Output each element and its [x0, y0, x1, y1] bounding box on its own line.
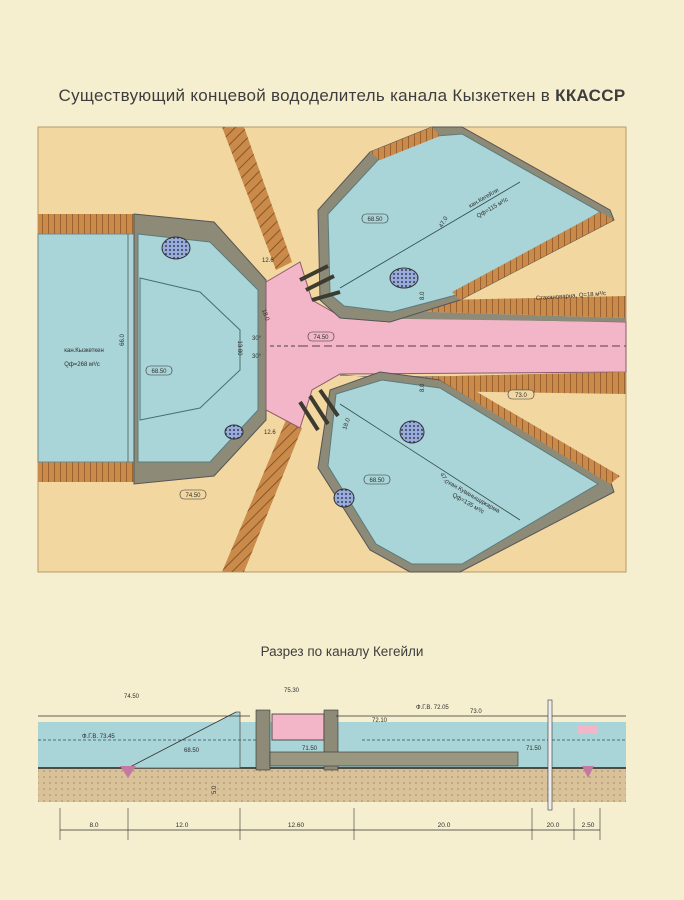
sec-elev-6850: 68.50 [184, 748, 200, 754]
sec-depth: 5.0 [212, 785, 218, 794]
dimensions-plan: 66.0 47.0 47.0 12.6 12.6 8.0 8.0 18.0 18… [120, 215, 450, 485]
section-gate-block [271, 713, 325, 741]
sec-fgv-right: Ф.Г.В. 72.05 [416, 705, 449, 711]
grate-kegeyli [389, 267, 419, 289]
gate-piers-top [299, 264, 341, 302]
gate-piers-bottom [298, 388, 340, 432]
kuvanysh-brick-a [440, 376, 620, 484]
sec-elev-730: 73.0 [470, 709, 482, 715]
left-basin-inner [139, 277, 241, 421]
dim-top-width: 47.0 [439, 215, 450, 229]
sec-fgv-left: Ф.Г.В. 73.45 [82, 734, 115, 740]
sec-dim-4: 20.0 [438, 822, 451, 829]
section-elevations: 74.50 75.30 Ф.Г.В. 73.45 Ф.Г.В. 72.05 73… [82, 688, 542, 794]
elev-top-basin: 68.50 [367, 217, 383, 223]
title-bold-region: ККАССР [555, 86, 626, 105]
dim-left-width: 66.0 [120, 334, 126, 346]
section-pier-left [255, 709, 271, 771]
sec-elev-7150-right: 71.50 [526, 746, 542, 752]
dim-bottom-width: 47.0 [438, 472, 449, 486]
grate-left-top [161, 236, 191, 260]
sec-dim-6: 2.50 [582, 822, 595, 829]
sec-dim-5: 20.0 [547, 822, 560, 829]
dim-top-gate: 12.6 [262, 258, 274, 264]
dim-diag-top: 18.0 [260, 309, 270, 323]
left-basin-water [137, 233, 259, 463]
grate-left-bottom [224, 424, 244, 440]
elev-center: 74.50 [313, 335, 329, 341]
kegeyli-brick-b [452, 212, 614, 300]
dim-bottom-gate: 12.6 [264, 430, 276, 436]
section-post [547, 699, 553, 811]
plan-view: кан.Кызкеткен Qф=268 м³/с кан.Кегейли Qф… [37, 126, 627, 573]
label-flow-kyzketken: Qф=268 м³/с [64, 362, 100, 368]
sec-dim-1: 8.0 [89, 822, 98, 829]
dim-center: 13.80 [236, 340, 242, 356]
sec-elev-7150: 71.50 [302, 746, 318, 752]
dim-bottom-side: 8.0 [420, 383, 426, 392]
sec-dim-3: 12.60 [288, 822, 305, 829]
section-marker-left [120, 766, 136, 778]
sec-elev-7210: 72.10 [372, 718, 388, 724]
page-title: Существующий концевой вододелитель канал… [58, 86, 626, 105]
label-kyzketken: кан.Кызкеткен [64, 348, 104, 354]
elev-ground-bottom: 74.50 [185, 493, 201, 499]
section-title: Разрез по каналу Кегейли [260, 644, 424, 659]
kuvanysh-axis [339, 403, 521, 521]
elev-left-basin: 68.50 [151, 369, 167, 375]
angle-top: 30° [252, 336, 262, 342]
brick-strip-bottom [222, 420, 302, 572]
elevation-tags-plan: 68.50 68.50 68.50 74.50 74.50 73.0 [145, 213, 535, 500]
sec-elev-7530: 75.30 [284, 688, 300, 694]
sec-dim-2: 12.0 [176, 822, 189, 829]
left-canal-water [37, 233, 139, 463]
section-marker-right [582, 766, 594, 778]
left-canal-brick-top [38, 214, 138, 234]
grate-kuvanysh-bottom [333, 488, 355, 508]
elev-ground-right: 73.0 [515, 393, 527, 399]
kegeyli-brick-a [370, 127, 440, 160]
grate-kuvanysh-top [399, 420, 425, 444]
dim-top-side: 8.0 [420, 291, 426, 300]
dim-diag-bottom: 18.0 [342, 417, 352, 431]
section-soil [38, 768, 626, 802]
label-stakhanovarna: Стахановарна, Q=18 м³/с [536, 291, 607, 302]
elev-bottom-basin: 68.50 [369, 478, 385, 484]
kegeyli-axis [339, 181, 521, 289]
brick-strip-top [222, 127, 292, 270]
section-stilling-slab [269, 751, 519, 767]
section-dimension-line: 8.0 12.0 12.60 20.0 20.0 2.50 [59, 808, 601, 840]
kegeyli-basin-water [327, 133, 602, 313]
section-view: 74.50 75.30 Ф.Г.В. 73.45 Ф.Г.В. 72.05 73… [38, 688, 626, 840]
section-pink-right [578, 726, 598, 734]
left-canal-brick-bottom [38, 462, 138, 482]
sec-elev-7450: 74.50 [124, 694, 140, 700]
angle-bottom: 30° [252, 354, 262, 360]
